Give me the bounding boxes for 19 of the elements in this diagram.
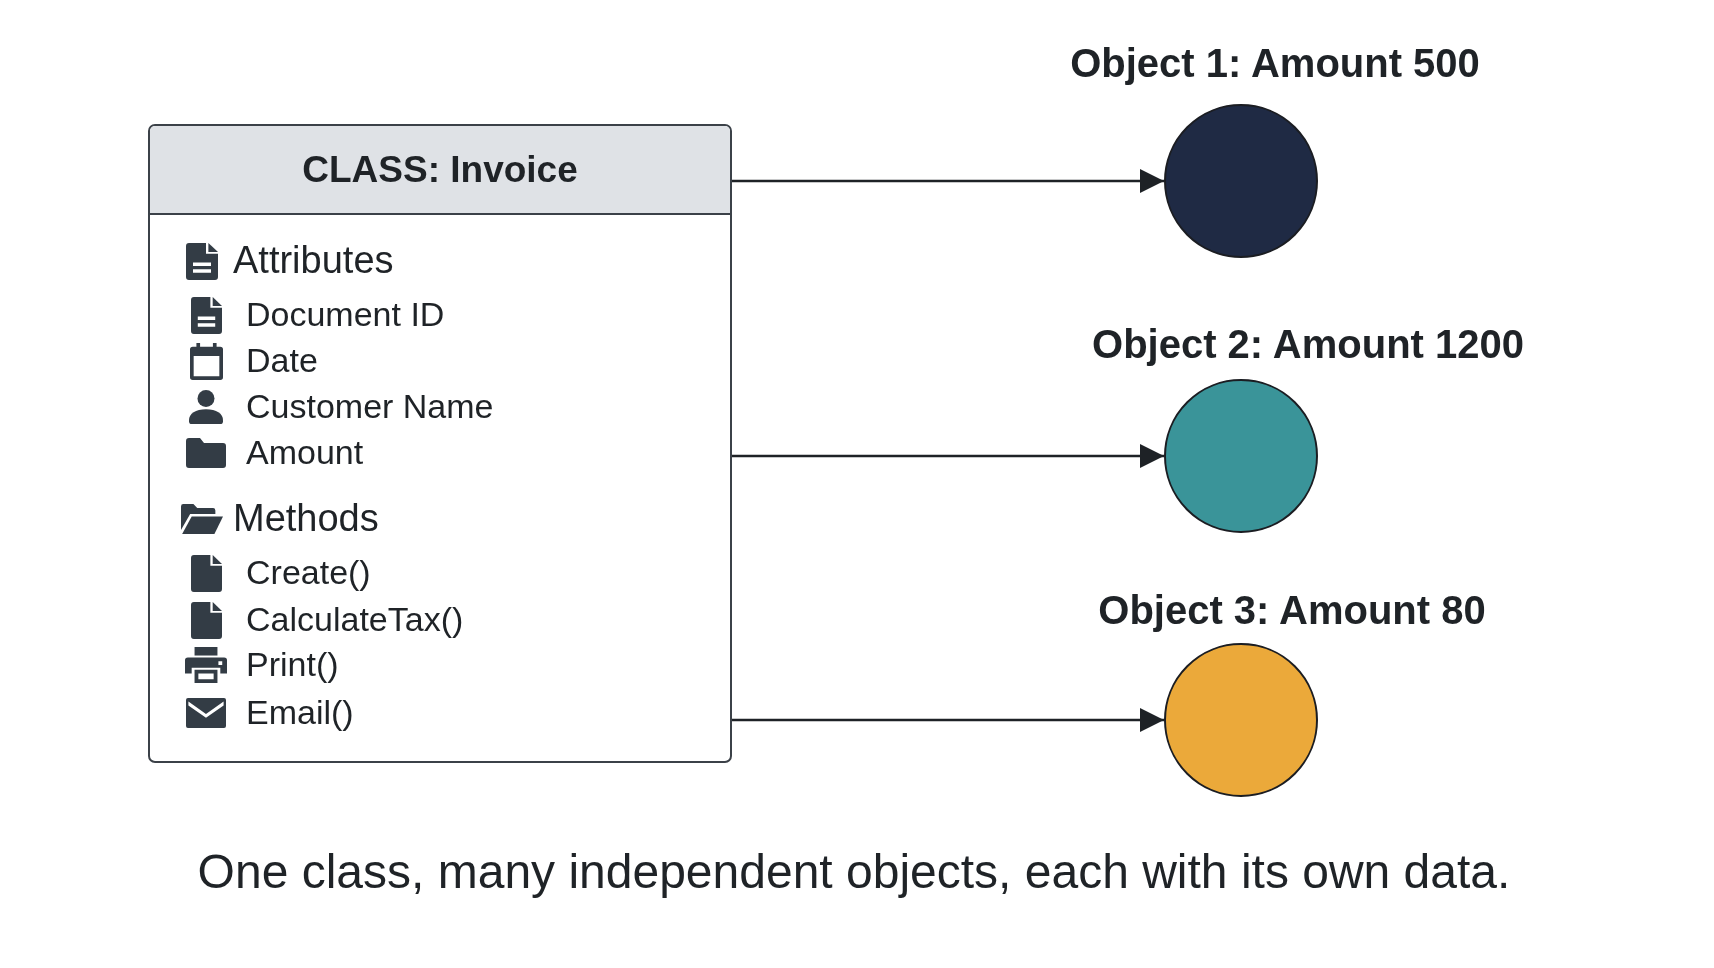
arrow: [732, 169, 1164, 193]
attribute-name: Amount: [246, 433, 364, 473]
object-title: Object 3: Amount 80: [1098, 587, 1486, 633]
section-heading: Attributes: [233, 239, 394, 283]
attribute-name: Document ID: [246, 295, 445, 335]
method-name: Print(): [246, 645, 339, 685]
class-title: CLASS: Invoice: [302, 148, 578, 191]
attribute-name: Date: [246, 341, 318, 381]
section-heading: Methods: [233, 497, 379, 541]
caption: One class, many independent objects, each with its own data.: [197, 844, 1511, 900]
method-name: Email(): [246, 693, 354, 733]
arrow: [732, 444, 1164, 468]
method-name: CalculateTax(): [246, 600, 464, 640]
attribute-name: Customer Name: [246, 387, 494, 427]
object-title: Object 2: Amount 1200: [1092, 321, 1524, 367]
method-name: Create(): [246, 553, 371, 593]
arrow: [732, 708, 1164, 732]
object-title: Object 1: Amount 500: [1070, 40, 1480, 86]
class-box: [148, 124, 732, 763]
